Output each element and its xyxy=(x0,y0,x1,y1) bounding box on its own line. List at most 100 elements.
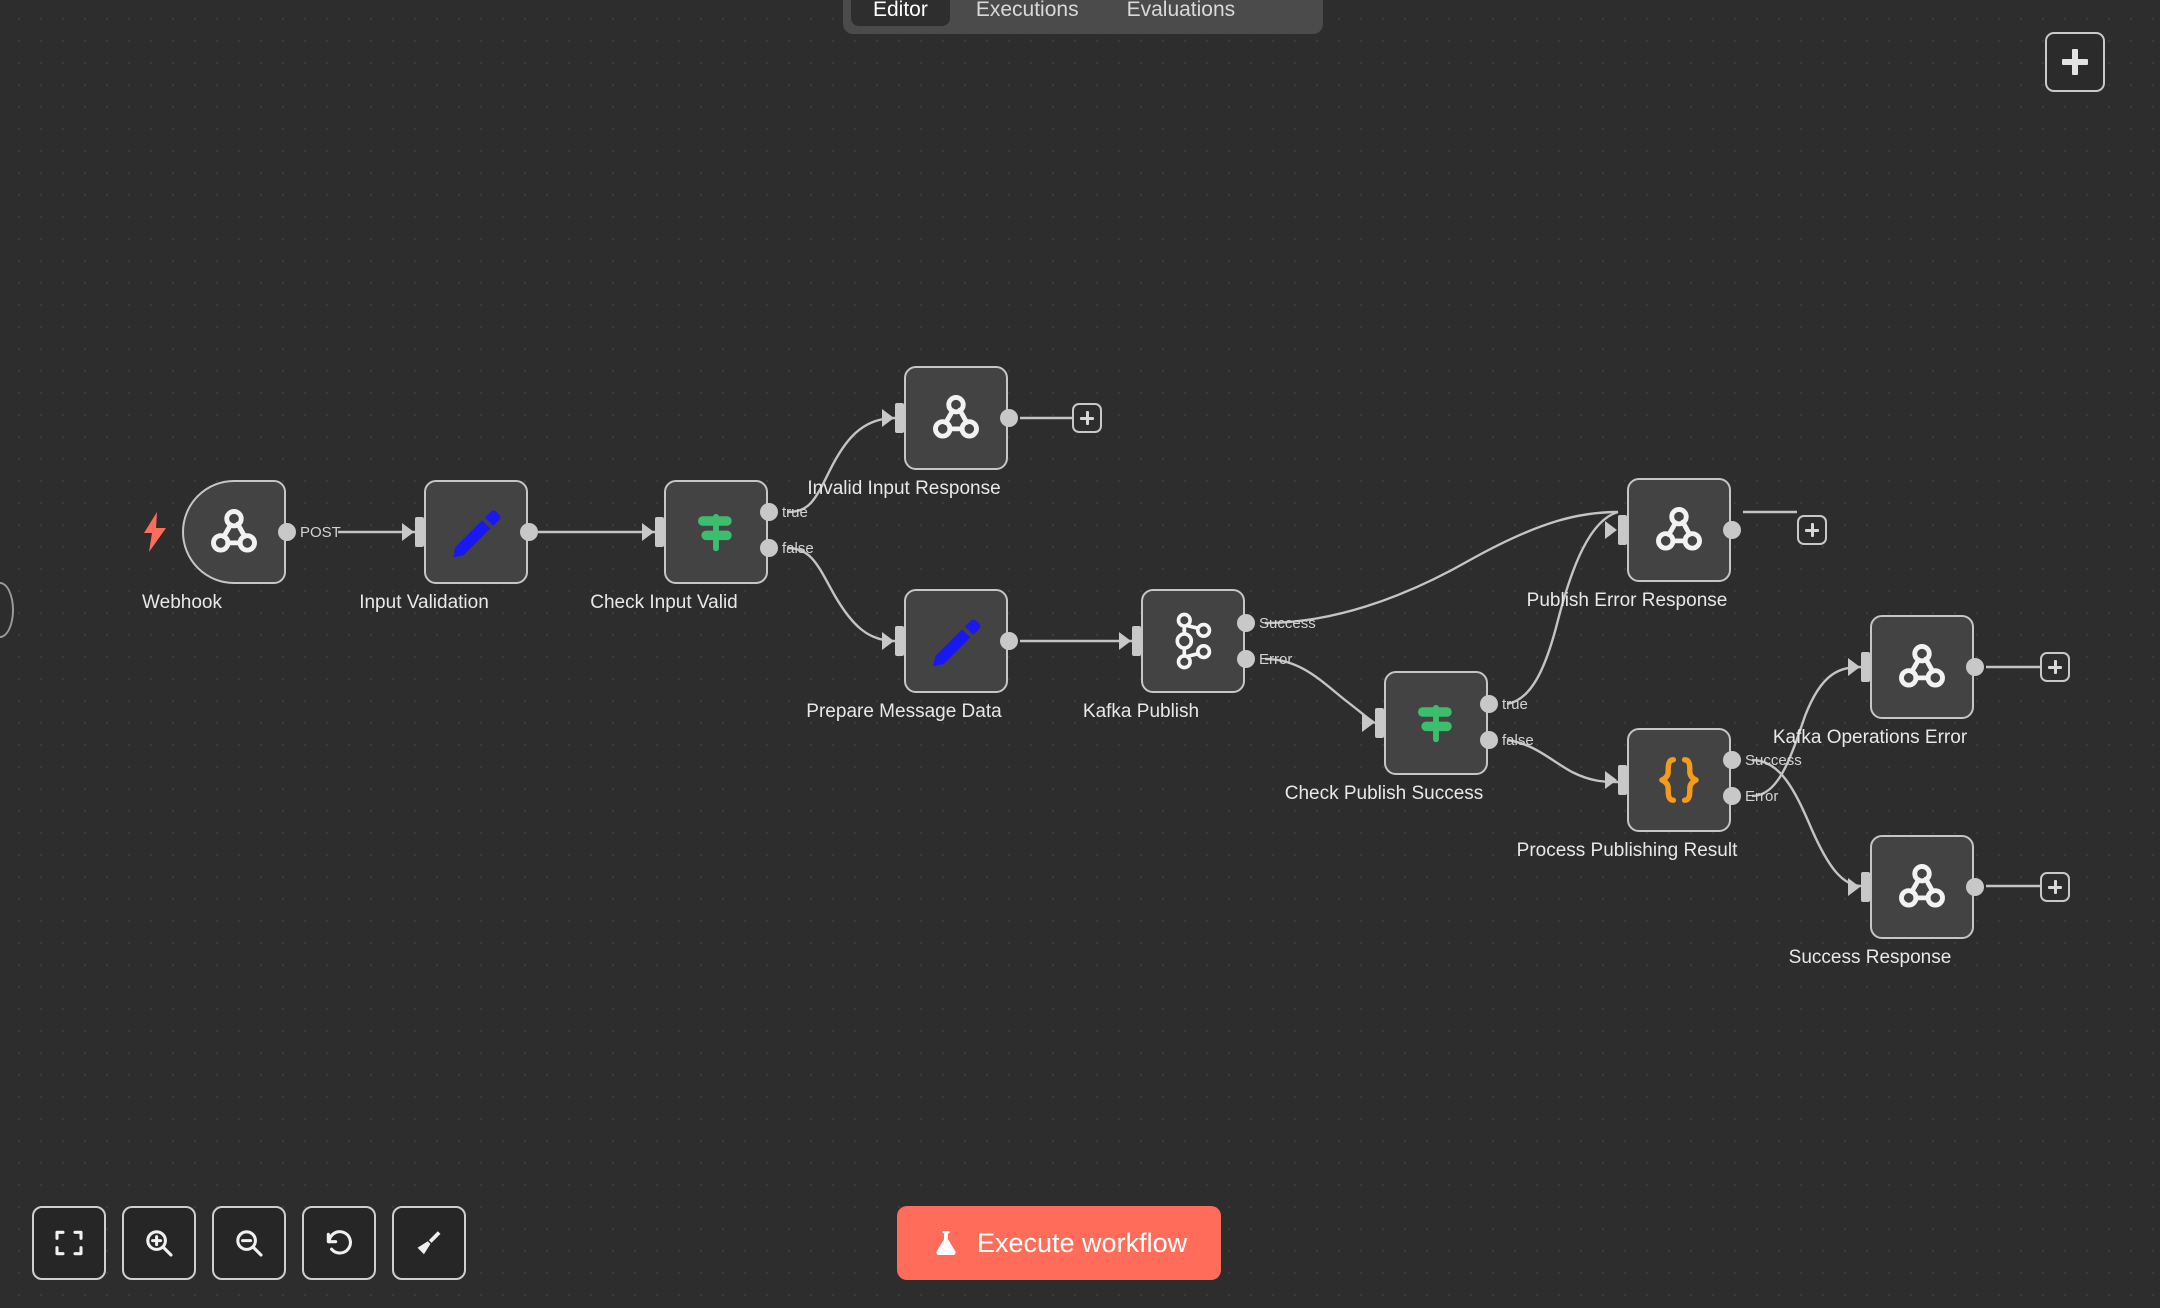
add-node-after-success-response[interactable] xyxy=(2040,872,2070,902)
check-input-valid-input-port[interactable] xyxy=(655,517,664,547)
node-success-response[interactable] xyxy=(1870,835,1974,939)
webhook-output-port[interactable] xyxy=(278,523,296,541)
node-invalid-input-response-label: Invalid Input Response xyxy=(807,478,1001,499)
check-input-valid-false-label: false xyxy=(782,540,814,557)
invalid-input-response-input-arrow xyxy=(882,409,894,427)
offscreen-node-stub xyxy=(0,582,14,638)
node-prepare-message-data[interactable] xyxy=(904,589,1008,693)
pencil-icon xyxy=(933,619,981,667)
flask-icon xyxy=(936,1231,956,1255)
code-icon xyxy=(1659,757,1699,803)
check-publish-success-true-label: true xyxy=(1502,696,1528,713)
node-webhook-label: Webhook xyxy=(142,592,222,613)
node-prepare-message-data-label: Prepare Message Data xyxy=(806,701,1002,722)
node-success-response-label: Success Response xyxy=(1788,947,1952,968)
tab-evaluations[interactable]: Evaluations xyxy=(1105,0,1258,26)
publish-error-response-input-port[interactable] xyxy=(1618,515,1627,545)
kafka-operations-error-input-port[interactable] xyxy=(1861,652,1870,682)
invalid-input-response-input-port[interactable] xyxy=(895,403,904,433)
check-input-valid-true-port[interactable] xyxy=(760,503,778,521)
broom-icon xyxy=(417,1231,441,1255)
zoom-out-icon xyxy=(236,1230,263,1257)
pencil-icon xyxy=(453,510,501,558)
webhook-icon xyxy=(1656,507,1702,551)
kafka-operations-error-output-port[interactable] xyxy=(1966,658,1984,676)
zoom-in-button[interactable] xyxy=(122,1206,196,1280)
process-publishing-result-error-label: Error xyxy=(1745,788,1779,805)
node-check-input-valid[interactable] xyxy=(664,480,768,584)
zoom-in-icon xyxy=(146,1230,173,1257)
node-kafka-operations-error[interactable] xyxy=(1870,615,1974,719)
webhook-icon xyxy=(211,509,257,553)
check-publish-success-false-port[interactable] xyxy=(1480,731,1498,749)
node-kafka-publish[interactable] xyxy=(1141,589,1245,693)
process-publishing-result-error-port[interactable] xyxy=(1723,787,1741,805)
kafka-icon xyxy=(1175,612,1212,670)
publish-error-response-input-arrow xyxy=(1605,521,1617,539)
edge-process-success-to-success-response xyxy=(1751,758,1863,888)
node-kafka-operations-error-label: Kafka Operations Error xyxy=(1772,727,1968,748)
execute-workflow-button[interactable]: Execute workflow xyxy=(897,1206,1222,1280)
reset-zoom-button[interactable] xyxy=(302,1206,376,1280)
kafka-publish-success-label: Success xyxy=(1259,615,1316,632)
workflow-tab-bar: Editor Executions Evaluations xyxy=(843,0,1323,34)
node-process-publishing-result[interactable] xyxy=(1627,728,1731,832)
webhook-icon xyxy=(1899,644,1945,688)
add-node-after-invalid-input-response[interactable] xyxy=(1072,403,1102,433)
node-invalid-input-response[interactable] xyxy=(904,366,1008,470)
input-validation-output-port[interactable] xyxy=(520,523,538,541)
zoom-to-fit-button[interactable] xyxy=(32,1206,106,1280)
webhook-icon xyxy=(1899,864,1945,908)
tab-executions[interactable]: Executions xyxy=(954,0,1101,26)
publish-error-response-output-port[interactable] xyxy=(1723,521,1741,539)
node-publish-error-response-label: Publish Error Response xyxy=(1526,590,1728,611)
node-publish-error-response[interactable] xyxy=(1627,478,1731,582)
success-response-input-port[interactable] xyxy=(1861,872,1870,902)
add-node-after-publish-error-response[interactable] xyxy=(1797,515,1827,545)
tab-editor[interactable]: Editor xyxy=(851,0,950,26)
edge-kafka-error-to-check-publish xyxy=(1264,657,1376,725)
node-process-publishing-result-label: Process Publishing Result xyxy=(1516,840,1738,861)
check-publish-success-true-port[interactable] xyxy=(1480,695,1498,713)
process-publishing-result-success-label: Success xyxy=(1745,752,1802,769)
check-input-valid-false-port[interactable] xyxy=(760,539,778,557)
invalid-input-response-output-port[interactable] xyxy=(1000,409,1018,427)
node-check-publish-success-label: Check Publish Success xyxy=(1284,783,1484,804)
undo-icon xyxy=(326,1230,352,1255)
node-input-validation[interactable] xyxy=(424,480,528,584)
success-response-output-port[interactable] xyxy=(1966,878,1984,896)
kafka-publish-input-arrow xyxy=(1119,632,1131,650)
switch-icon xyxy=(698,514,732,552)
node-check-publish-success[interactable] xyxy=(1384,671,1488,775)
check-input-valid-input-arrow xyxy=(642,523,654,541)
tab-editor-label: Editor xyxy=(873,0,928,21)
node-input-validation-label: Input Validation xyxy=(359,592,489,613)
input-validation-input-port[interactable] xyxy=(415,517,424,547)
process-publishing-result-input-port[interactable] xyxy=(1618,765,1627,795)
kafka-operations-error-input-arrow xyxy=(1848,658,1860,676)
switch-icon xyxy=(1418,705,1452,743)
plus-icon-vertical xyxy=(2072,49,2078,75)
kafka-publish-input-port[interactable] xyxy=(1132,626,1141,656)
kafka-publish-error-port[interactable] xyxy=(1237,650,1255,668)
input-validation-input-arrow xyxy=(402,523,414,541)
check-publish-success-input-arrow xyxy=(1362,714,1374,732)
trigger-bolt-icon xyxy=(144,512,166,552)
fit-view-icon xyxy=(55,1230,83,1256)
check-publish-success-input-port[interactable] xyxy=(1375,708,1384,738)
zoom-out-button[interactable] xyxy=(212,1206,286,1280)
webhook-icon xyxy=(933,395,979,439)
prepare-message-data-output-port[interactable] xyxy=(1000,632,1018,650)
tidy-up-button[interactable] xyxy=(392,1206,466,1280)
add-node-after-kafka-operations-error[interactable] xyxy=(2040,652,2070,682)
node-webhook[interactable] xyxy=(182,480,286,584)
kafka-publish-success-port[interactable] xyxy=(1237,614,1255,632)
process-publishing-result-success-port[interactable] xyxy=(1723,751,1741,769)
tab-executions-label: Executions xyxy=(975,0,1079,21)
prepare-message-data-input-port[interactable] xyxy=(895,626,904,656)
add-node-button[interactable] xyxy=(2045,32,2105,92)
webhook-output-label: POST xyxy=(300,524,341,541)
edge-check-input-false-to-prepare-message xyxy=(786,546,896,643)
